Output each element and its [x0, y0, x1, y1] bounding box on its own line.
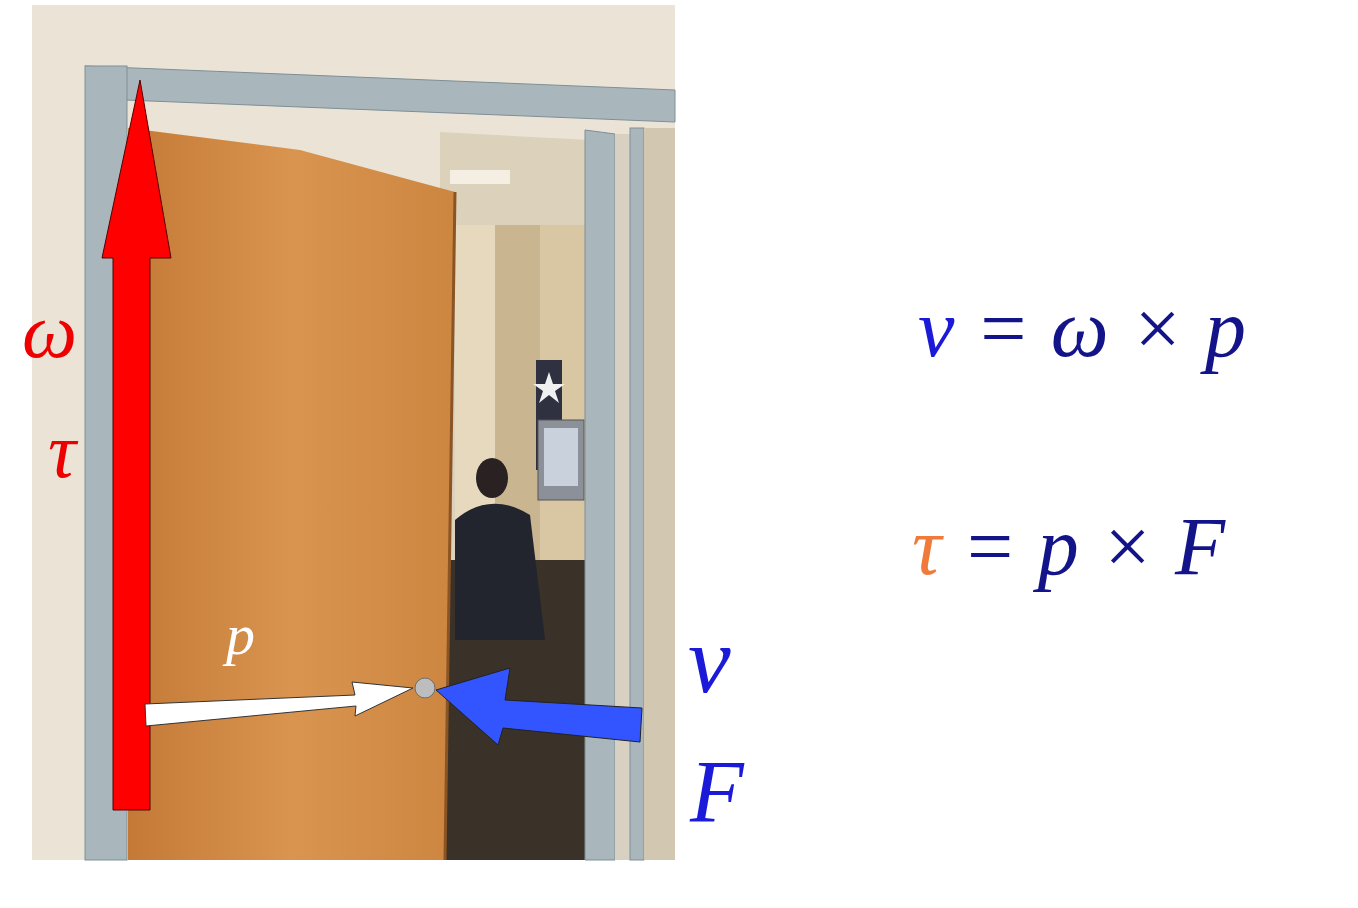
force-arrow	[436, 668, 642, 745]
window-pane	[644, 128, 675, 860]
door	[128, 128, 455, 860]
force-symbol: F	[690, 748, 744, 836]
door-frame-right	[585, 130, 615, 860]
ceiling-light	[450, 170, 510, 184]
angular-velocity-symbol: ω	[22, 292, 77, 370]
door-knob	[415, 678, 435, 698]
rotation-axis-arrow	[102, 80, 171, 810]
door-edge	[445, 192, 455, 860]
room-interior	[440, 132, 590, 860]
velocity-symbol: v	[688, 612, 731, 708]
monitor	[538, 420, 584, 500]
monitor-screen	[544, 428, 578, 486]
window-frame	[630, 128, 644, 860]
wall	[615, 134, 630, 860]
person-body	[455, 504, 545, 640]
torque-symbol: τ	[48, 412, 76, 490]
door-frame-top	[85, 66, 675, 122]
position-symbol: p	[226, 606, 255, 664]
poster-star	[533, 372, 565, 403]
position-arrow	[145, 682, 413, 726]
torque-equation: τ = p × F	[912, 506, 1225, 588]
person-head	[476, 458, 508, 498]
velocity-equation: v = ω × p	[918, 288, 1246, 370]
wall	[32, 5, 675, 860]
